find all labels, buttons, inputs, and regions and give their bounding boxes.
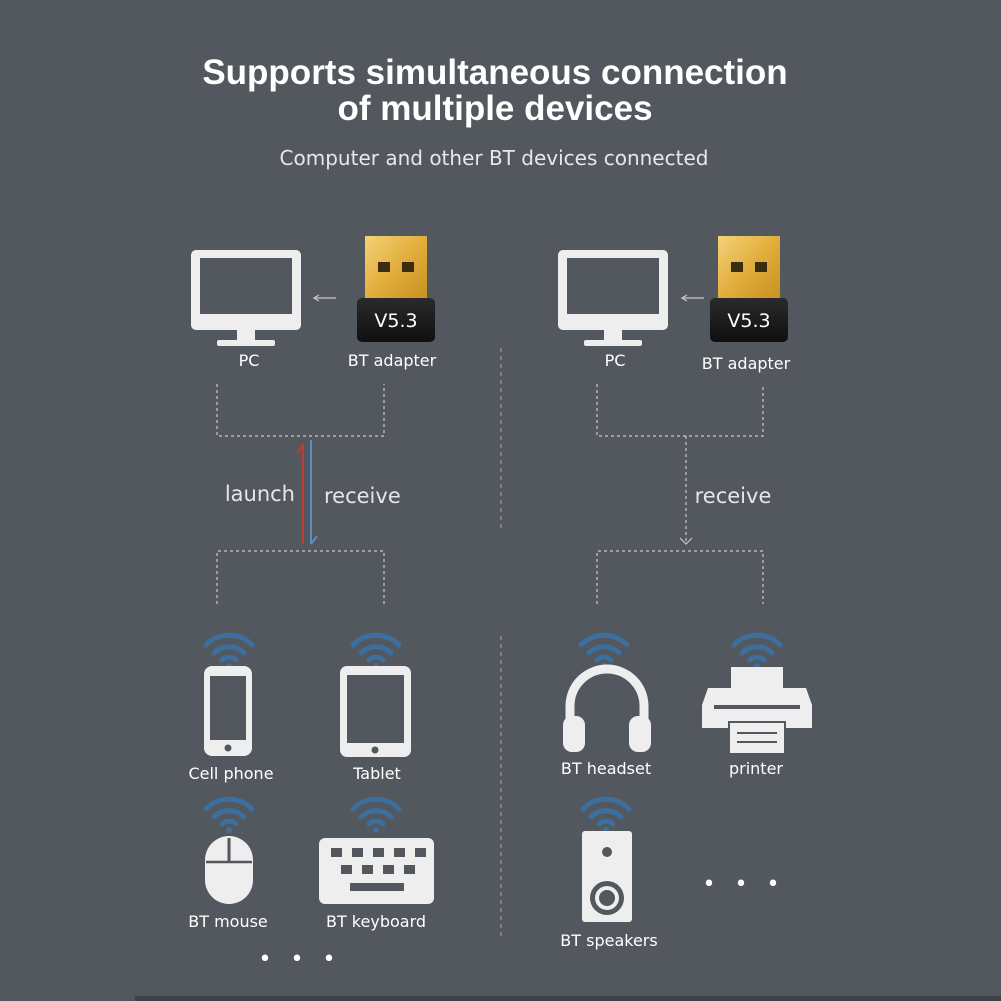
keyboard-icon: [319, 838, 434, 904]
printer-icon: [702, 667, 812, 755]
wifi-icon: [353, 635, 399, 669]
wifi-icon: [206, 799, 252, 833]
device-label-printer: printer: [729, 759, 783, 778]
left-pc-icon: [191, 250, 301, 346]
smartphone-icon: [204, 666, 252, 756]
speaker-icon: [582, 831, 632, 922]
wifi-icon: [206, 635, 252, 669]
left-bottom-bracket: [216, 550, 385, 604]
bottom-edge-strip: [135, 996, 1001, 1001]
title-line-1: Supports simultaneous connection: [202, 53, 787, 92]
wifi-icon: [734, 635, 780, 669]
wifi-icon: [581, 635, 627, 669]
right-arrow-icon: [680, 294, 704, 302]
receive-arrow-icon: [310, 440, 318, 545]
left-arrow-icon: [312, 294, 336, 302]
device-label-cell-phone: Cell phone: [188, 764, 273, 783]
right-more-dots: • • •: [703, 872, 786, 897]
left-adapter-label: BT adapter: [348, 351, 437, 370]
right-receive-arrow-icon: [679, 436, 693, 545]
left-top-bracket: [216, 384, 385, 437]
wifi-icon: [583, 799, 629, 833]
right-bottom-bracket: [596, 550, 764, 604]
left-adapter-version: V5.3: [374, 310, 417, 332]
device-label-tablet: Tablet: [352, 764, 401, 783]
right-pc-label: PC: [605, 351, 626, 370]
device-label-bt-headset: BT headset: [561, 759, 651, 778]
right-top-bracket: [596, 384, 764, 437]
right-receive-label: receive: [695, 484, 772, 508]
left-pc-label: PC: [239, 351, 260, 370]
right-adapter-version: V5.3: [727, 310, 770, 332]
left-more-dots: • • •: [259, 947, 342, 972]
wifi-icon: [353, 799, 399, 833]
launch-arrow-icon: [296, 443, 304, 544]
left-receive-label: receive: [324, 484, 401, 508]
headphones-icon: [563, 664, 651, 752]
title-line-2: of multiple devices: [337, 89, 652, 128]
device-label-bt-mouse: BT mouse: [188, 912, 268, 931]
device-label-bt-speakers: BT speakers: [560, 931, 657, 950]
subtitle: Computer and other BT devices connected: [280, 146, 709, 170]
mouse-icon: [205, 836, 253, 904]
right-adapter-label: BT adapter: [702, 354, 791, 373]
device-label-bt-keyboard: BT keyboard: [326, 912, 426, 931]
tablet-icon: [340, 666, 411, 757]
left-launch-label: launch: [225, 482, 295, 506]
right-pc-icon: [558, 250, 668, 346]
